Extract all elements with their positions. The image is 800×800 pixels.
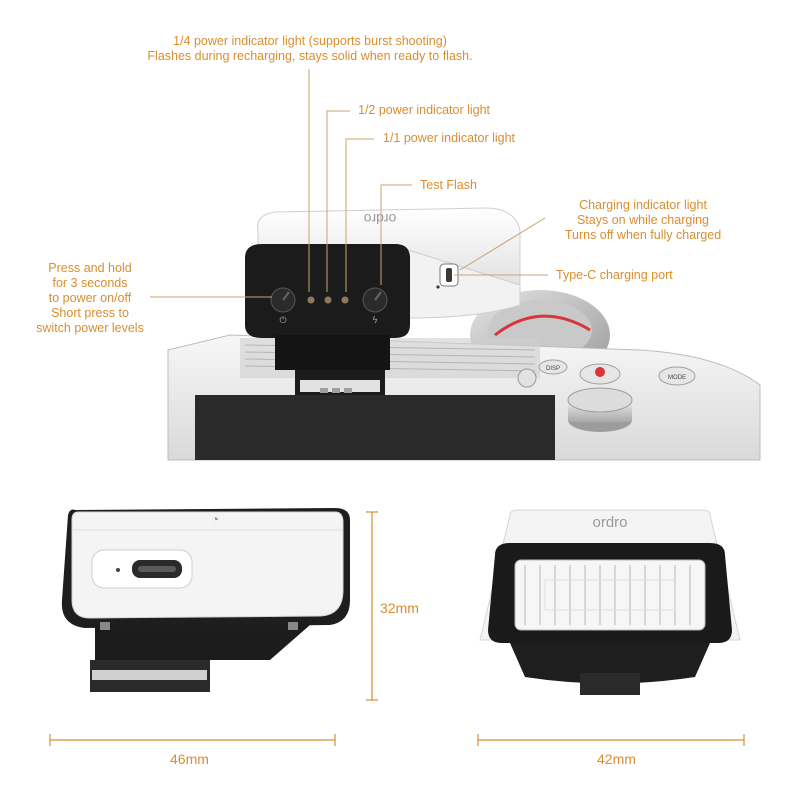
front-view-hot-shoe xyxy=(510,643,710,684)
flash-on-camera-photo: DISP MODE ordro ⏻ ϟ xyxy=(167,207,761,461)
callout-half-power: 1/2 power indicator light xyxy=(358,103,491,117)
callout-charging-indicator: Charging indicator light Stays on while … xyxy=(548,198,738,243)
side-view-white-shell xyxy=(71,511,344,619)
callout-power-button: Press and hold for 3 seconds to power on… xyxy=(20,261,160,336)
svg-text:⏻: ⏻ xyxy=(279,315,286,326)
side-view-hot-shoe xyxy=(95,625,310,660)
flash-side-view-photo: ◔ xyxy=(61,508,350,692)
camera-mode-button xyxy=(658,366,696,386)
callout-power-line3: to power on/off xyxy=(48,291,132,305)
svg-text:MODE: MODE xyxy=(668,375,686,381)
dimension-width-front: 42mm xyxy=(597,751,636,767)
callout-power-line1: Press and hold xyxy=(48,261,132,275)
callout-power-line5: switch power levels xyxy=(36,321,144,335)
flash-side-shell xyxy=(407,249,521,319)
svg-text:DISP: DISP xyxy=(546,366,560,372)
half-power-led xyxy=(324,296,332,304)
camera-disp-button xyxy=(538,359,568,375)
svg-text:ϟ: ϟ xyxy=(372,316,378,326)
callout-type-c: Type-C charging port xyxy=(556,268,673,282)
flash-tube-window xyxy=(514,559,706,631)
svg-text:ordro: ordro xyxy=(592,514,627,531)
callout-test-flash: Test Flash xyxy=(420,178,477,192)
full-power-led xyxy=(341,296,349,304)
callout-power-line4: Short press to xyxy=(51,306,129,320)
callout-charging-line3: Turns off when fully charged xyxy=(564,228,722,242)
camera-power-button xyxy=(517,368,537,388)
svg-text:◔: ◔ xyxy=(211,511,219,527)
dimension-height: 32mm xyxy=(380,600,419,616)
dimension-width-side: 46mm xyxy=(170,751,209,767)
charging-indicator-led xyxy=(436,285,440,289)
svg-text:ordro: ordro xyxy=(363,211,396,227)
callout-quarter-power-line1: 1/4 power indicator light (supports burs… xyxy=(173,34,447,48)
callout-power-line2: for 3 seconds xyxy=(52,276,128,290)
callout-full-power: 1/1 power indicator light xyxy=(383,131,516,145)
quarter-power-led xyxy=(307,296,315,304)
flash-front-view-photo: ordro xyxy=(479,509,741,695)
callout-charging-line1: Charging indicator light xyxy=(579,198,707,212)
callout-quarter-power-line2: Flashes during recharging, stays solid w… xyxy=(147,49,473,63)
side-view-charging-led xyxy=(116,568,120,572)
callout-quarter-power: 1/4 power indicator light (supports burs… xyxy=(140,34,480,64)
callout-charging-line2: Stays on while charging xyxy=(576,213,710,227)
camera-screen xyxy=(195,395,555,460)
camera-control-dial xyxy=(567,387,633,413)
